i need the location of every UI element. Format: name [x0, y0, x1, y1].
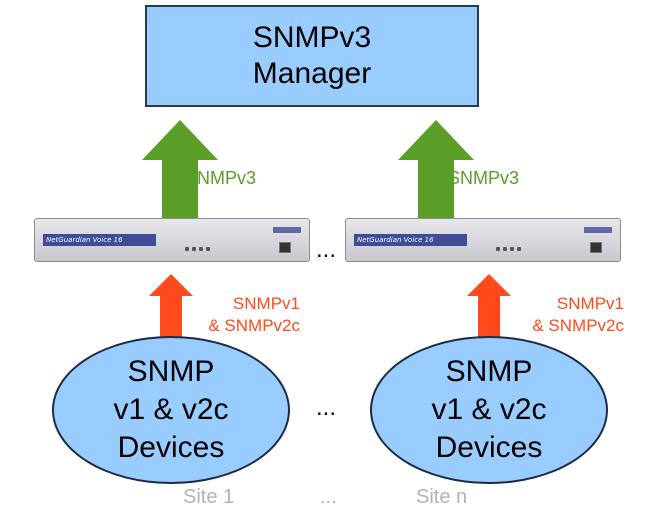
- snmpv1-text: SNMPv1: [556, 294, 624, 313]
- netguardian-device-right: NetGuardian Voice 16: [345, 218, 621, 262]
- green-arrow-left: [142, 120, 218, 226]
- site-ellipsis: ...: [320, 486, 337, 508]
- manager-title-line2: Manager: [252, 57, 372, 90]
- snmpv2c-text: & SNMPv2c: [208, 316, 300, 335]
- device-leds: [496, 247, 521, 251]
- snmp-devices-cloud-right: SNMP v1 & v2c Devices: [370, 336, 608, 484]
- cloud-ellipsis: ...: [316, 394, 337, 421]
- snmpv1-v2c-label-left: SNMPv1 & SNMPv2c: [172, 293, 300, 337]
- red-arrow-right: [467, 274, 511, 340]
- site-1-label: Site 1: [183, 486, 235, 508]
- snmpv3-manager-box: SNMPv3 Manager: [145, 5, 479, 107]
- snmpv2c-text: & SNMPv2c: [532, 316, 624, 335]
- device-port: [590, 242, 602, 253]
- device-brand-label: NetGuardian Voice 16: [354, 234, 467, 246]
- green-arrow-right: [398, 120, 474, 226]
- cloud-line1: SNMP: [445, 355, 533, 388]
- snmpv1-text: SNMPv1: [232, 294, 300, 313]
- netguardian-device-left: NetGuardian Voice 16: [34, 218, 310, 262]
- snmpv3-label-left: SNMPv3: [185, 168, 257, 188]
- cloud-line2: v1 & v2c: [113, 393, 229, 426]
- snmp-devices-cloud-left: SNMP v1 & v2c Devices: [52, 336, 290, 484]
- snmpv3-label-right: SNMPv3: [448, 168, 520, 188]
- cloud-line3: Devices: [117, 431, 225, 464]
- device-leds: [185, 247, 210, 251]
- cloud-line1: SNMP: [127, 355, 215, 388]
- red-arrow-left: [149, 274, 193, 340]
- manager-title-line1: SNMPv3: [252, 21, 372, 54]
- site-n-label: Site n: [416, 486, 468, 508]
- snmpv1-v2c-label-right: SNMPv1 & SNMPv2c: [496, 293, 624, 337]
- device-ellipsis: ...: [316, 236, 337, 263]
- device-brand-label: NetGuardian Voice 16: [43, 234, 156, 246]
- cloud-line2: v1 & v2c: [431, 393, 547, 426]
- device-logo: [584, 227, 612, 233]
- device-logo: [273, 227, 301, 233]
- device-port: [279, 242, 291, 253]
- cloud-line3: Devices: [435, 431, 543, 464]
